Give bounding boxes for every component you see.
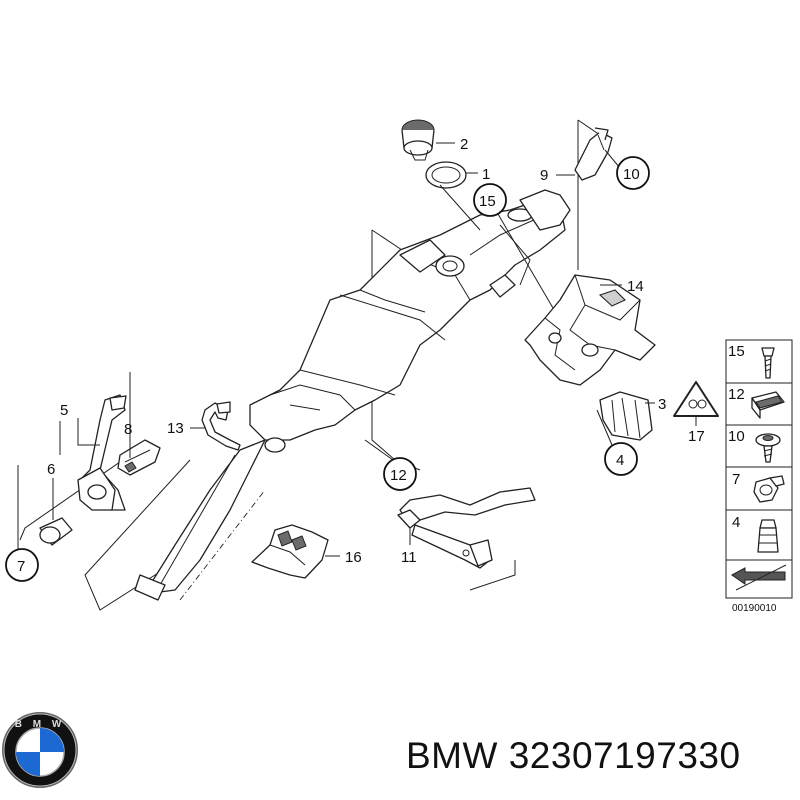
screw-icon	[761, 347, 775, 379]
callout-3: 3	[658, 396, 666, 413]
callout-16: 16	[345, 549, 362, 566]
callout-5: 5	[60, 402, 68, 419]
callout-15-circle	[473, 183, 507, 217]
callout-11: 11	[401, 549, 417, 566]
callout-1: 1	[482, 166, 490, 183]
strap-part-13	[201, 401, 241, 451]
sensor-part-9	[574, 127, 613, 181]
o-ring	[425, 161, 467, 189]
lever-part-11	[397, 487, 536, 569]
legend-label-4: 4	[732, 514, 740, 531]
leader-15	[497, 213, 561, 321]
callout-12-circle	[383, 457, 417, 491]
callout-14: 14	[627, 278, 644, 295]
expanding-rivet-icon	[757, 519, 779, 553]
callout-4-circle	[604, 442, 638, 476]
legend-label-10: 10	[728, 428, 745, 445]
part-number: 32307197330	[508, 735, 741, 776]
callout-12: 12	[390, 467, 407, 484]
leader-1b	[439, 184, 481, 231]
part-caption: BMW 32307197330	[406, 735, 741, 777]
svg-text:B M W: B M W	[15, 719, 66, 730]
callout-15: 15	[479, 193, 496, 210]
legend-frame	[725, 339, 793, 599]
brand-name: BMW	[406, 735, 498, 776]
clip-nut-icon	[751, 391, 785, 419]
stalk-bracket-part-5	[77, 394, 127, 511]
callout-6: 6	[47, 461, 55, 478]
warning-label-17	[673, 381, 719, 417]
collar-screw-icon	[755, 433, 781, 463]
callout-7: 7	[17, 558, 25, 575]
direction-arrow-icon	[731, 564, 787, 591]
steering-column	[134, 189, 571, 601]
bracket-part-14	[524, 274, 656, 386]
callout-13: 13	[167, 420, 184, 437]
leader-10	[604, 149, 621, 169]
legend-label-12: 12	[728, 386, 745, 403]
callout-8: 8	[124, 421, 132, 438]
callout-10: 10	[623, 166, 640, 183]
callout-10-circle	[616, 156, 650, 190]
bmw-logo: B M W	[2, 712, 78, 788]
callout-4: 4	[616, 452, 624, 469]
callout-7-circle	[5, 548, 39, 582]
connector-part-8	[117, 439, 161, 476]
leader-5b	[77, 418, 100, 446]
legend-label-15: 15	[728, 343, 745, 360]
callout-9: 9	[540, 167, 548, 184]
bracket-part-16	[251, 524, 329, 579]
cable-clip-icon	[753, 475, 785, 503]
fastener-legend: 15 12 10 7 4	[725, 339, 793, 599]
leader-4	[596, 409, 613, 446]
bushing-part-6	[39, 517, 73, 546]
callout-2: 2	[460, 136, 468, 153]
diagram-code: 00190010	[732, 603, 777, 614]
cover-part-3	[599, 391, 653, 441]
legend-label-7: 7	[732, 471, 740, 488]
ignition-lock-insert	[401, 119, 435, 161]
callout-17: 17	[688, 428, 705, 445]
